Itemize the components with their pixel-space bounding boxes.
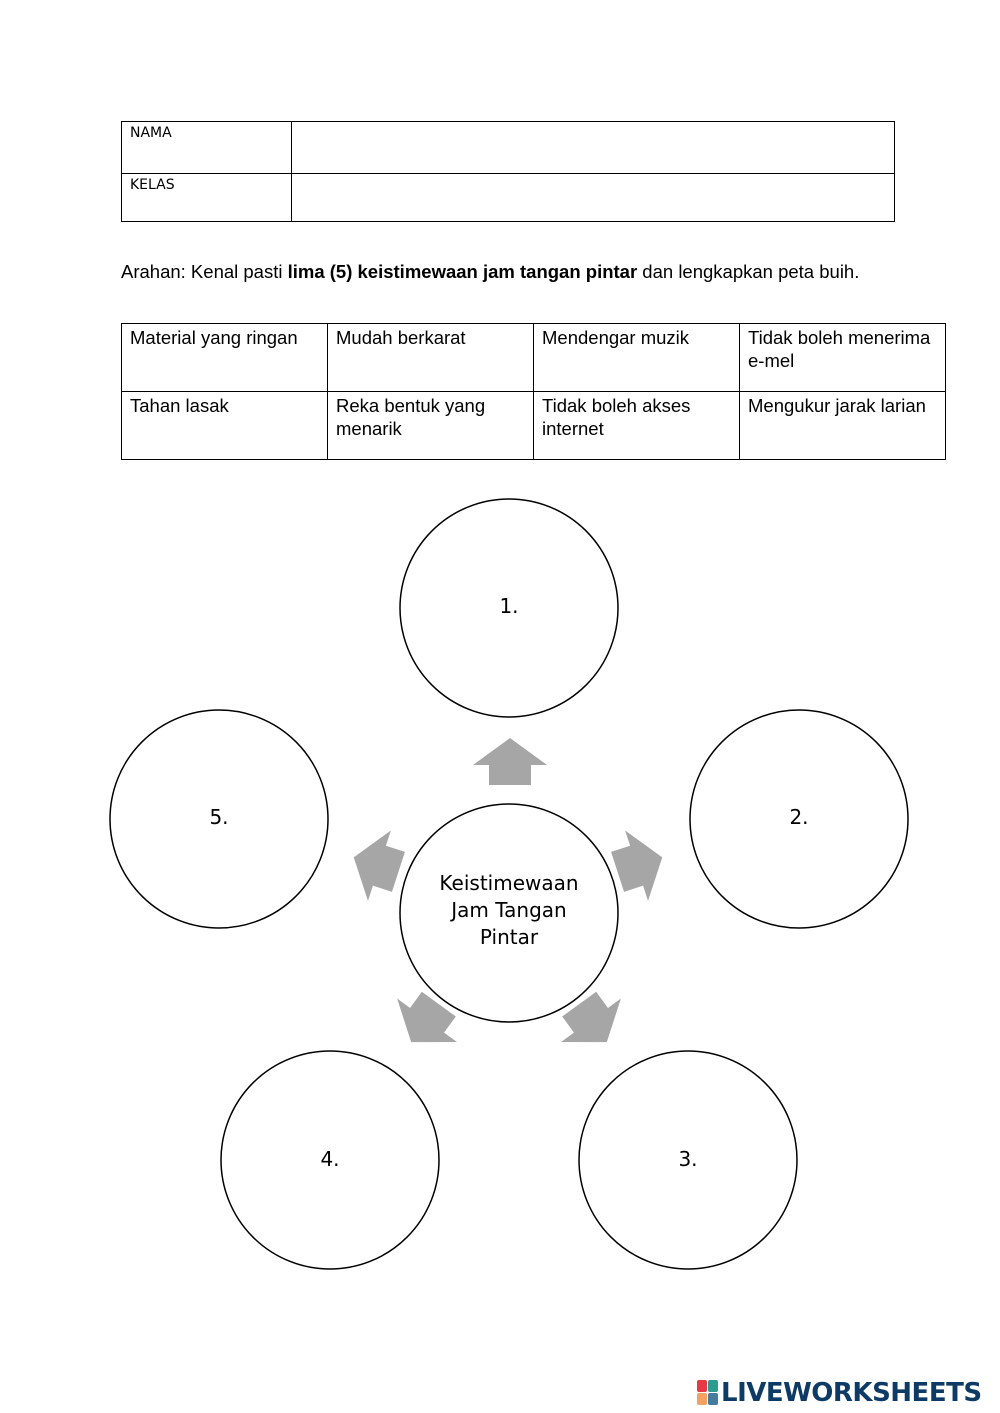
word-bank-item[interactable]: Mudah berkarat <box>327 323 534 392</box>
student-info-table: NAMA KELAS <box>121 121 895 222</box>
word-bank-item[interactable]: Material yang ringan <box>121 323 328 392</box>
word-bank-item[interactable]: Mengukur jarak larian <box>739 391 946 460</box>
center-label-line: Jam Tangan <box>451 898 567 922</box>
class-field[interactable] <box>291 173 895 222</box>
arrow-up-icon <box>473 738 547 785</box>
bubble-3[interactable] <box>578 1050 798 1270</box>
bubble-2-label: 2. <box>789 805 809 829</box>
instruction-prefix: Arahan: Kenal pasti <box>121 261 288 282</box>
bubble-map-graphic <box>109 498 909 1270</box>
bubble-map: 1. 2. 3. 4. 5. Keistimewaan Jam Tangan P… <box>0 480 1000 1290</box>
instruction-suffix: dan lengkapkan peta buih. <box>637 261 860 282</box>
logo-text: LIVEWORKSHEETS <box>721 1378 982 1408</box>
bubble-1[interactable] <box>399 498 619 718</box>
liveworksheets-logo: LIVEWORKSHEETS <box>697 1376 982 1410</box>
arrow-downleft-icon <box>397 991 457 1043</box>
bubble-4-label: 4. <box>320 1147 340 1171</box>
word-bank-item[interactable]: Tidak boleh menerima e-mel <box>739 323 946 392</box>
word-bank-item[interactable]: Tidak boleh akses internet <box>533 391 740 460</box>
bubble-1-label: 1. <box>499 594 519 618</box>
word-bank-table: Material yang ringan Mudah berkarat Mend… <box>121 323 946 460</box>
instruction-text: Arahan: Kenal pasti lima (5) keistimewaa… <box>121 260 896 284</box>
center-label: Keistimewaan Jam Tangan Pintar <box>400 870 618 951</box>
center-label-line: Keistimewaan <box>439 871 579 895</box>
name-field[interactable] <box>291 121 895 174</box>
bubble-5-label: 5. <box>209 805 229 829</box>
arrow-upright-icon <box>611 830 663 901</box>
bubble-3-label: 3. <box>678 1147 698 1171</box>
instruction-bold: lima (5) keistimewaan jam tangan pintar <box>287 261 638 282</box>
name-label: NAMA <box>121 121 292 174</box>
word-bank-item[interactable]: Mendengar muzik <box>533 323 740 392</box>
class-label: KELAS <box>121 173 292 222</box>
word-bank-item[interactable]: Reka bentuk yang menarik <box>327 391 534 460</box>
center-bubble <box>399 803 619 1023</box>
arrow-upleft-icon <box>353 830 405 901</box>
bubble-5[interactable] <box>109 709 329 929</box>
logo-mark-icon <box>697 1380 719 1406</box>
bubble-2[interactable] <box>689 709 909 929</box>
bubble-4[interactable] <box>220 1050 440 1270</box>
arrows <box>353 738 663 1043</box>
center-label-line: Pintar <box>479 925 539 949</box>
arrow-downright-icon <box>561 991 621 1043</box>
word-bank-item[interactable]: Tahan lasak <box>121 391 328 460</box>
